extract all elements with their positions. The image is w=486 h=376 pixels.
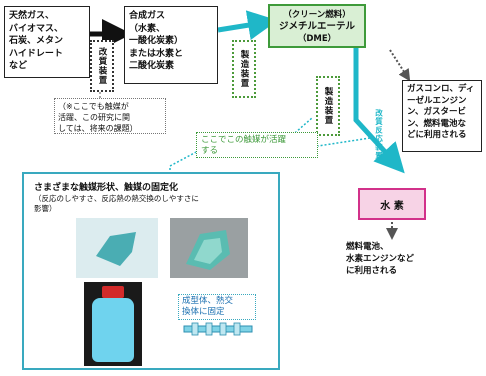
arrow-dme-to-uses [389,49,411,82]
dme-label-line3: （DME） [297,34,337,44]
production-device-1-label: 製造装置 [232,40,256,98]
future-task-footnote: （※ここでも触媒が 活躍、この研究に関 しては、将来の課題） [54,98,166,134]
hydrogen-box: 水 素 [358,188,426,220]
panel-title: さまざまな触媒形状、触媒の固定化 [34,183,179,193]
heat-exchanger-graphic [182,322,254,336]
arrow-dme-to-hydrogen [353,48,405,174]
bottle-cap [102,286,124,298]
panel-subtitle: （反応のしやすさ、反応熱の熱交換のしやすさに 影響） [34,194,199,213]
dme-label-line1: （クリーン燃料） [283,10,351,20]
syngas-box: 合成ガス （水素、 一酸化炭素） または水素と 二酸化炭素 [124,6,218,84]
catalyst-pellet-photo [76,218,158,278]
catalyst-bottle-photo [84,282,142,366]
reforming-reaction-label: 改質反応装置 [374,108,384,160]
heat-exchanger-shape [183,322,253,336]
catalyst-panel: さまざまな触媒形状、触媒の固定化 （反応のしやすさ、反応熱の熱交換のしやすさに … [22,172,280,370]
catalyst-mesh-photo [170,218,248,278]
fixed-on-body-label: 成型体、熱交 換体に固定 [178,294,256,320]
dme-uses-box: ガスコンロ、ディ ーゼルエンジン ン、ガスタービ ン、燃料電池な どに利用される [402,80,482,152]
arrow-syngas-to-dme [217,10,278,40]
bottle-body [92,298,134,362]
sources-box: 天然ガス、 バイオマス、 石炭、メタン ハイドレート など [4,6,90,78]
connector-reaction-to-note [317,137,371,147]
hydrogen-uses-text: 燃料電池、 水素エンジンなど に利用される [346,242,415,276]
catalyst-mesh-shape [186,230,230,270]
catalyst-pellet-shape [96,232,136,266]
production-device-2-label: 製造装置 [316,76,340,136]
dme-box: （クリーン燃料） ジメチルエーテル （DME） [268,4,366,48]
reforming-device-label: 改質装置 [90,40,114,92]
dme-label-line2: ジメチルエーテル [278,21,355,32]
catalyst-active-note: ここでこの触媒が活躍 する [196,132,318,158]
